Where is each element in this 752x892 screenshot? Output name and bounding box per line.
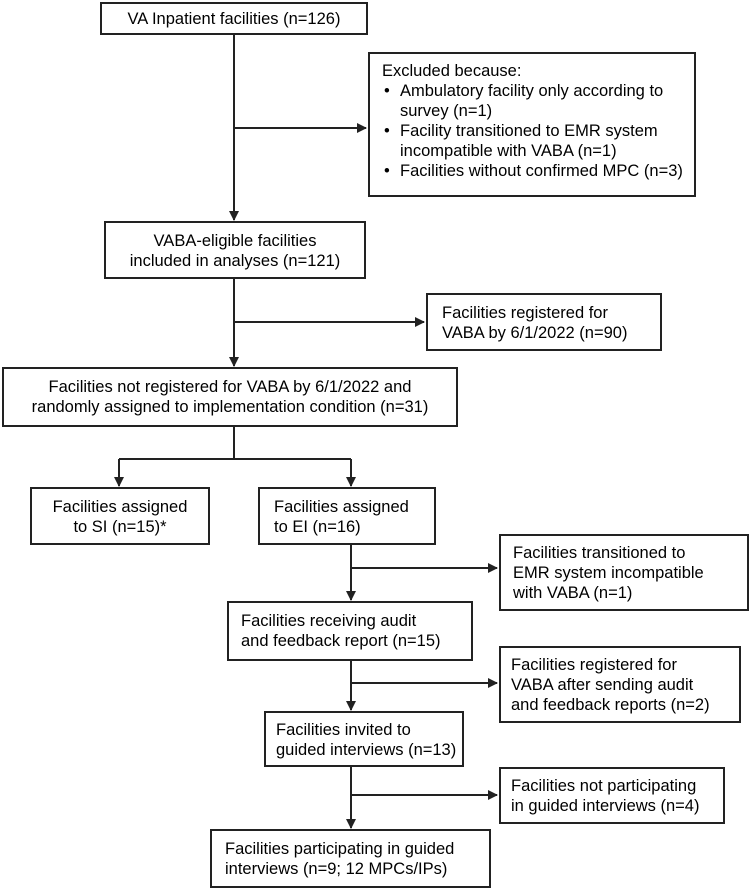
box-text-line: to SI (n=15)* (73, 518, 167, 536)
box-text-line: Facilities not participating (511, 777, 697, 795)
box-text-line: and feedback report (n=15) (241, 632, 441, 650)
box-invited-interviews: Facilities invited to guided interviews … (264, 711, 464, 767)
box-emr-transition: Facilities transitioned to EMR system in… (499, 534, 749, 611)
box-excluded: Excluded because: Ambulatory facility on… (368, 52, 696, 197)
box-assigned-si: Facilities assigned to SI (n=15)* (30, 487, 210, 545)
box-text-line: VABA after sending audit (511, 676, 694, 694)
excluded-reasons-list: Ambulatory facility only according to su… (382, 81, 694, 181)
box-text-line: interviews (n=9; 12 MPCs/IPs) (225, 860, 448, 878)
box-text-line: and feedback reports (n=2) (511, 696, 710, 714)
excluded-reason: Facilities without confirmed MPC (n=3) (382, 161, 694, 181)
box-audit-feedback: Facilities receiving audit and feedback … (227, 601, 473, 661)
box-text-line: Facilities receiving audit (241, 612, 417, 630)
box-text-line: Facilities not registered for VABA by 6/… (48, 378, 412, 396)
box-text-line: Facilities invited to (276, 721, 411, 739)
box-registered-by-date: Facilities registered for VABA by 6/1/20… (426, 293, 662, 351)
box-text-line: Facilities assigned (274, 498, 409, 516)
box-text-line: with VABA (n=1) (513, 584, 633, 602)
box-text-line: VABA by 6/1/2022 (n=90) (442, 324, 628, 342)
excluded-reason: Ambulatory facility only according to su… (382, 81, 694, 121)
box-text-line: Facilities participating in guided (225, 840, 455, 858)
box-assigned-ei: Facilities assigned to EI (n=16) (258, 487, 436, 545)
excluded-title: Excluded because: (382, 62, 522, 80)
box-text-line: randomly assigned to implementation cond… (31, 398, 429, 416)
box-text-line: guided interviews (n=13) (276, 741, 457, 759)
box-vaba-eligible: VABA-eligible facilities included in ana… (104, 221, 366, 279)
box-not-registered: Facilities not registered for VABA by 6/… (2, 367, 458, 427)
box-text-line: Facilities transitioned to (513, 544, 686, 562)
box-not-participating: Facilities not participating in guided i… (499, 767, 725, 824)
box-text-line: to EI (n=16) (274, 518, 361, 536)
box-text-line: VA Inpatient facilities (n=126) (127, 10, 341, 28)
box-inpatient-facilities: VA Inpatient facilities (n=126) (100, 2, 368, 35)
box-text-line: included in analyses (n=121) (129, 252, 341, 270)
box-participating-interviews: Facilities participating in guided inter… (210, 829, 491, 888)
box-registered-after-audit: Facilities registered for VABA after sen… (499, 646, 741, 723)
box-text-line: Facilities registered for (511, 656, 677, 674)
excluded-reason: Facility transitioned to EMR system inco… (382, 121, 694, 161)
box-text-line: VABA-eligible facilities (153, 232, 317, 250)
box-text-line: EMR system incompatible (513, 564, 704, 582)
box-text-line: Facilities assigned (52, 498, 188, 516)
box-text-line: in guided interviews (n=4) (511, 797, 700, 815)
box-text-line: Facilities registered for (442, 304, 608, 322)
